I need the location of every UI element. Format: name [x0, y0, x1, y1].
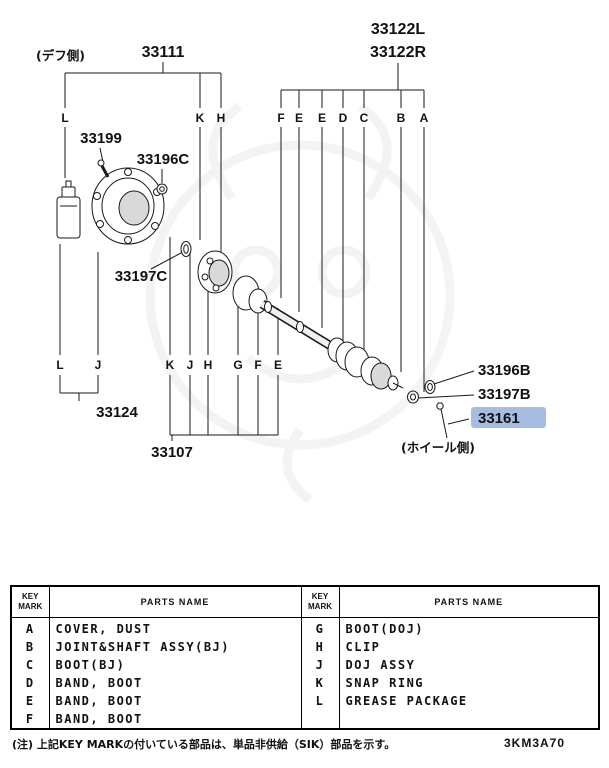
part-label-33111: 33111	[142, 44, 185, 61]
parts-name-header: PARTS NAME	[48, 586, 302, 618]
drawing-code: 3KM3A70	[504, 736, 566, 750]
bracket-33111	[64, 62, 222, 108]
key-letter-bottom: G	[233, 358, 242, 372]
part-label-33199: 33199	[80, 130, 122, 147]
key-letter-bottom: J	[95, 358, 102, 372]
bottom-leader-lines	[59, 237, 279, 355]
footer-note: (注) 上記KEY MARKの付いている部品は、単品非供給（SIK）部品を示す。	[12, 738, 396, 751]
table-row: B JOINT&SHAFT ASSY(BJ) H CLIP	[10, 638, 600, 656]
table-row: A COVER, DUST G BOOT(DOJ)	[10, 617, 600, 638]
diff-side-label: (デフ側)	[36, 48, 85, 63]
part-label-33122L: 33122L	[371, 21, 425, 38]
part-name-cell: COVER, DUST	[48, 617, 302, 638]
part-label-33124: 33124	[96, 404, 138, 421]
part-label-33161-highlighted[interactable]: 33161	[471, 407, 546, 428]
part-name-cell: JOINT&SHAFT ASSY(BJ)	[48, 638, 302, 656]
parts-name-header: PARTS NAME	[338, 586, 600, 618]
key-letter-bottom: F	[254, 358, 261, 372]
snap-ring-drawing	[180, 241, 192, 257]
key-letter-top: B	[397, 111, 406, 125]
parts-key-table: KEY MARK PARTS NAME KEY MARK PARTS NAME …	[10, 585, 600, 730]
key-mark-cell: J	[300, 656, 340, 674]
key-letter-bottom: K	[166, 358, 175, 372]
key-mark-cell: D	[10, 674, 50, 692]
bracket-33124	[59, 375, 99, 401]
table-header-row: KEY MARK PARTS NAME KEY MARK PARTS NAME	[10, 586, 600, 618]
key-letter-bottom: J	[187, 358, 194, 372]
key-mark-cell: K	[300, 674, 340, 692]
part-label-33107: 33107	[151, 444, 193, 461]
top-leader-lines	[64, 127, 425, 392]
key-letter-top: D	[339, 111, 348, 125]
grease-package-drawing	[56, 180, 81, 239]
part-name-cell: GREASE PACKAGE	[338, 692, 600, 710]
key-letter-top: K	[196, 111, 205, 125]
castle-nut-drawing	[407, 390, 419, 404]
bolt-drawing	[97, 159, 110, 178]
bracket-33122	[280, 63, 425, 108]
label-leader-lines	[99, 147, 475, 425]
key-mark-cell: G	[300, 617, 340, 638]
key-mark-cell: A	[10, 617, 50, 638]
key-mark-header: KEY MARK	[10, 586, 50, 618]
hub-flange-drawing	[91, 167, 165, 245]
key-letter-top: E	[295, 111, 303, 125]
part-label-33197B: 33197B	[478, 386, 531, 403]
wheel-side-label: (ホイール側)	[401, 440, 475, 455]
key-letter-top: E	[318, 111, 326, 125]
table-row: E BAND, BOOT L GREASE PACKAGE	[10, 692, 600, 710]
key-letter-top: C	[360, 111, 369, 125]
key-mark-cell: E	[10, 692, 50, 710]
bj-joint-drawing	[197, 250, 233, 294]
key-letter-bottom: H	[204, 358, 213, 372]
key-letter-top: H	[217, 111, 226, 125]
part-name-cell: BAND, BOOT	[48, 674, 302, 692]
key-mark-cell	[300, 710, 340, 729]
part-label-33122R: 33122R	[370, 44, 426, 61]
bottom-key-letters: L J K J H G F E	[56, 358, 282, 372]
key-mark-cell: F	[10, 710, 50, 729]
doj-joint-drawing	[360, 356, 404, 391]
key-letter-bottom: E	[274, 358, 282, 372]
key-letter-bottom: L	[56, 358, 63, 372]
key-mark-header-line2: MARK	[18, 602, 43, 611]
part-name-cell	[338, 710, 600, 729]
table-row: D BAND, BOOT K SNAP RING	[10, 674, 600, 692]
part-label-33196C: 33196C	[137, 151, 190, 168]
top-key-letters: L K H F E E D C B A	[61, 111, 428, 125]
key-mark-cell: H	[300, 638, 340, 656]
nut-drawing	[156, 183, 168, 195]
key-letter-top: L	[61, 111, 68, 125]
key-letter-top: A	[420, 111, 429, 125]
key-mark-header-line1: KEY	[22, 592, 39, 601]
key-mark-header: KEY MARK	[300, 586, 340, 618]
bracket-33107	[169, 375, 279, 441]
key-mark-cell: C	[10, 656, 50, 674]
key-mark-cell: L	[300, 692, 340, 710]
exploded-parts-diagram: L K H F E E D C B A L J K J H G F E (デフ側…	[36, 21, 546, 504]
washer-drawing	[424, 380, 436, 394]
key-letter-top: F	[277, 111, 284, 125]
part-name-cell: BOOT(DOJ)	[338, 617, 600, 638]
key-mark-cell: B	[10, 638, 50, 656]
part-name-cell: BAND, BOOT	[48, 710, 302, 729]
part-label-33161: 33161	[478, 410, 520, 427]
part-name-cell: DOJ ASSY	[338, 656, 600, 674]
part-name-cell: BOOT(BJ)	[48, 656, 302, 674]
part-label-33197C: 33197C	[115, 268, 168, 285]
part-name-cell: BAND, BOOT	[48, 692, 302, 710]
part-label-33196B: 33196B	[478, 362, 531, 379]
boot-band-drawing	[264, 301, 304, 333]
table-row: F BAND, BOOT	[10, 710, 600, 729]
key-mark-header-line2: MARK	[308, 602, 332, 611]
part-name-cell: CLIP	[338, 638, 600, 656]
part-name-cell: SNAP RING	[338, 674, 600, 692]
cotter-pin-drawing	[436, 402, 448, 439]
highlight-box	[471, 407, 546, 428]
table-row: C BOOT(BJ) J DOJ ASSY	[10, 656, 600, 674]
key-mark-header-line1: KEY	[311, 592, 329, 601]
